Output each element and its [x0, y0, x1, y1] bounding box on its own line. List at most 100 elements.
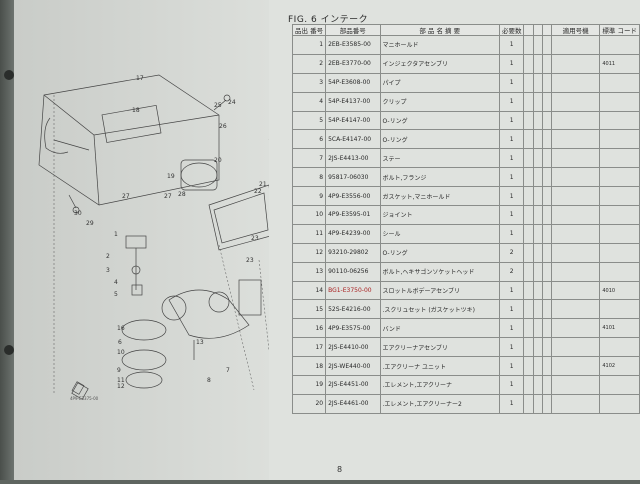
svg-text:5: 5 — [114, 291, 118, 298]
cell-qty: 1 — [498, 318, 525, 339]
svg-text:13: 13 — [196, 339, 204, 346]
cell-remarks — [550, 186, 601, 207]
cell-qty: 1 — [498, 393, 525, 414]
cell-part-name: パイプ — [379, 72, 500, 93]
cell-ref-no: 16 — [291, 318, 327, 339]
cell-col — [523, 356, 534, 377]
cell-col — [523, 53, 534, 74]
cell-remarks — [550, 280, 601, 301]
figure-title: FIG. 6 インテーク — [288, 15, 369, 25]
cell-remarks — [550, 337, 601, 358]
cell-ref-code — [599, 148, 640, 169]
cell-col — [532, 129, 543, 150]
cell-part-name: クリップ — [379, 91, 500, 112]
cell-col — [532, 148, 543, 169]
cell-ref-code — [599, 261, 640, 282]
cell-col — [541, 53, 552, 74]
svg-text:16: 16 — [117, 325, 125, 332]
header-remarks: 適用号機 — [550, 24, 601, 36]
cell-remarks — [550, 375, 601, 395]
cell-part-number: 93210-29802 — [325, 242, 381, 263]
cell-part-number: 2JS-E4461-00 — [325, 393, 381, 414]
page-number: 8 — [337, 465, 343, 474]
exploded-diagram: 17 18 25 24 26 30 29 20 19 27 27 28 30 2… — [38, 74, 284, 401]
cell-qty: 1 — [498, 91, 525, 112]
cell-qty: 1 — [498, 280, 525, 301]
cell-ref-code — [599, 393, 640, 414]
cell-qty: 1 — [498, 186, 525, 207]
cell-qty: 1 — [498, 129, 525, 150]
cell-remarks — [550, 205, 601, 225]
cell-col — [523, 148, 534, 169]
cell-col — [532, 110, 543, 131]
cell-col — [523, 242, 534, 263]
svg-text:9: 9 — [117, 367, 121, 374]
cell-ref-no: 1 — [291, 35, 327, 55]
cell-col — [523, 205, 534, 225]
cell-ref-no: 5 — [291, 110, 327, 131]
injector — [125, 235, 147, 249]
cell-part-name: ステー — [379, 148, 500, 169]
cell-col — [532, 35, 543, 55]
cell-col — [541, 110, 552, 131]
cell-ref-no: 18 — [291, 356, 327, 377]
cell-qty: 1 — [498, 205, 525, 225]
cell-remarks — [550, 299, 601, 320]
cell-part-number: 95817-06030 — [325, 167, 381, 188]
svg-text:20: 20 — [214, 157, 222, 164]
stamp-icon — [71, 381, 85, 395]
cell-ref-code — [599, 299, 640, 320]
cell-col — [541, 223, 552, 244]
cell-remarks — [550, 72, 601, 93]
svg-text:29: 29 — [86, 220, 94, 227]
binder-hole — [4, 70, 14, 80]
cell-col — [541, 205, 552, 225]
cell-col — [541, 148, 552, 169]
cell-qty: 1 — [498, 223, 525, 244]
cell-ref-no: 12 — [291, 242, 327, 263]
cell-part-number: 54P-E4147-00 — [325, 110, 381, 131]
cell-part-name: インジェクタアセンブリ — [379, 53, 500, 74]
cell-col — [523, 337, 534, 358]
cell-part-number: 2JS-E4451-00 — [325, 375, 381, 395]
cell-part-name: .スクリュセット (ガスケットツキ) — [379, 299, 500, 320]
cell-col — [541, 91, 552, 112]
cell-col — [523, 72, 534, 93]
svg-text:12: 12 — [117, 383, 125, 390]
cell-col — [532, 53, 543, 74]
cell-col — [532, 186, 543, 207]
cell-part-name: マニホールド — [379, 35, 500, 55]
diagram-stamp: 4P9-E3375-00 — [70, 396, 99, 401]
cell-part-number: 54P-E4137-00 — [325, 91, 381, 112]
cell-part-name: スロットルボデーアセンブリ — [379, 280, 500, 301]
cell-ref-no: 3 — [291, 72, 327, 93]
cell-qty: 2 — [498, 261, 525, 282]
cell-part-number: 2EB-E3770-00 — [325, 53, 381, 74]
cell-qty: 1 — [498, 167, 525, 188]
svg-text:27: 27 — [122, 193, 130, 200]
air-cleaner-box — [38, 74, 220, 206]
cell-col — [541, 299, 552, 320]
cell-col — [541, 186, 552, 207]
cell-col — [541, 375, 552, 395]
cell-ref-code: 4102 — [599, 356, 640, 377]
cell-col — [532, 205, 543, 225]
cell-remarks — [550, 110, 601, 131]
cell-part-name: O-リング — [379, 110, 500, 131]
cell-part-number: 4P9-E3575-00 — [325, 318, 381, 339]
cell-ref-code — [599, 167, 640, 188]
cell-col — [523, 110, 534, 131]
svg-text:7: 7 — [226, 367, 230, 374]
svg-text:18: 18 — [132, 107, 140, 114]
cell-part-name: O-リング — [379, 242, 500, 263]
cell-col — [532, 91, 543, 112]
cell-ref-no: 20 — [291, 393, 327, 414]
cell-remarks — [550, 129, 601, 150]
